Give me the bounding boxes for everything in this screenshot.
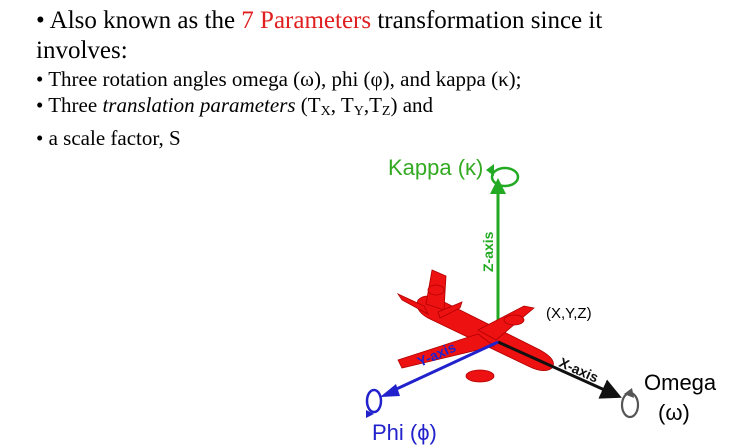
bullet-seven-parameters-continued: involves:	[36, 37, 128, 64]
x-axis-line	[497, 340, 622, 399]
bullet-translation-parameters: • Three translation parameters (TX, TY,T…	[36, 93, 434, 119]
kappa-rotation-arrow-icon	[486, 164, 494, 176]
seven-parameters-highlight: 7 Parameters	[241, 7, 372, 34]
bullet-marker: •	[36, 93, 44, 117]
phi-rotation-arrow-icon	[366, 410, 374, 418]
bullet-list: • Also known as the 7 Parameters transfo…	[36, 6, 736, 151]
kappa-rotation-ring	[490, 166, 520, 188]
phi-label: Phi (ϕ)	[372, 420, 437, 445]
bullet-scale-factor: • a scale factor, S	[36, 126, 181, 150]
z-axis-arrowhead	[490, 178, 506, 194]
z-axis-label: Z-axis	[480, 231, 496, 272]
bullet-marker: •	[36, 67, 44, 91]
y-axis-arrowhead	[380, 384, 400, 397]
bullet-marker: •	[36, 7, 45, 34]
x-axis-label: X-axis	[557, 354, 601, 385]
omega-rotation-arrow-icon	[624, 388, 634, 398]
bullet-rotation-angles: • Three rotation angles omega (ω), phi (…	[36, 67, 522, 91]
y-axis-line	[389, 340, 499, 394]
omega-rotation-ring	[620, 391, 640, 419]
phi-rotation-ring	[365, 388, 383, 414]
bullet-seven-parameters: • Also known as the 7 Parameters transfo…	[36, 7, 603, 34]
origin-coordinates-label: (X,Y,Z)	[546, 305, 592, 322]
translation-parameters-italic: translation parameters	[102, 93, 296, 117]
y-axis-label: Y-axis	[415, 339, 459, 370]
omega-label: Omega	[644, 370, 717, 395]
bullet-marker: •	[36, 126, 44, 150]
omega-symbol-label: (ω)	[658, 400, 690, 425]
kappa-label: Kappa (κ)	[388, 155, 483, 180]
